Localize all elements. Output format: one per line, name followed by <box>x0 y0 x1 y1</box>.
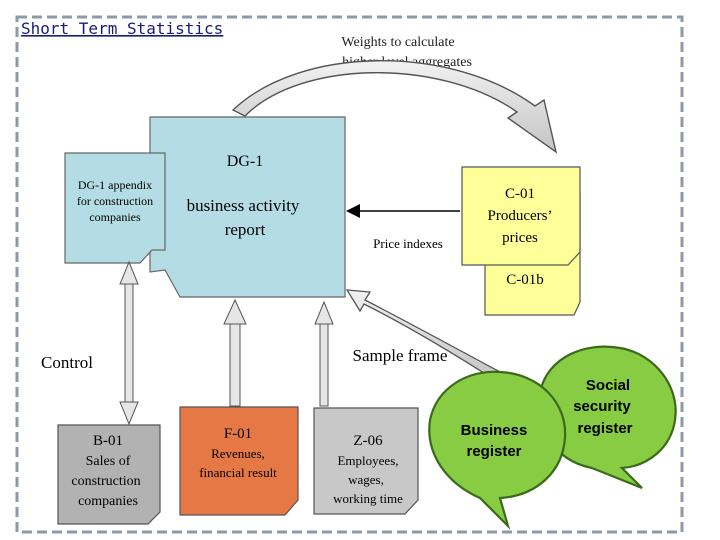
f01-document-shape <box>179 406 299 516</box>
z06-line1: Employees, <box>337 453 398 468</box>
f01-line1: Revenues, <box>211 446 265 461</box>
c01-line2: Producers’ <box>488 208 553 224</box>
social-register-line2: security <box>573 398 631 415</box>
b01-line2: construction <box>71 474 140 489</box>
b01-line3: companies <box>78 494 138 509</box>
f01-line2: financial result <box>199 465 277 480</box>
z06-line2: wages, <box>348 472 384 487</box>
dg1-body-line2: report <box>225 220 266 239</box>
f01-code: F-01 <box>224 426 252 442</box>
business-register-bubble <box>428 370 567 530</box>
c01b-label: C-01b <box>506 272 544 288</box>
dg1-document-shape <box>149 116 346 298</box>
c01-line3: prices <box>502 230 538 246</box>
b01-line1: Sales of <box>86 454 131 469</box>
b01-code: B-01 <box>93 433 123 449</box>
z06-line3: working time <box>333 491 403 506</box>
b01-document-shape <box>57 424 161 525</box>
z06-arrow-shaft <box>319 321 329 407</box>
weights-curved-arrow <box>231 60 558 154</box>
control-label: Control <box>41 353 93 372</box>
social-register-line3: register <box>577 420 632 437</box>
dg1-appendix-line2: for construction <box>77 194 153 208</box>
z06-document-shape <box>313 407 419 515</box>
z06-arrow-head <box>314 300 334 325</box>
social-register-line1: Social <box>586 377 630 394</box>
price-indexes-label: Price indexes <box>373 236 443 251</box>
c01-line1: C-01 <box>505 186 535 202</box>
weights-label-line1: Weights to calculate <box>341 35 454 50</box>
business-register-line1: Business <box>461 422 528 439</box>
dg1-body-line1: business activity <box>187 196 300 215</box>
c01-document-shape <box>461 166 581 266</box>
dg1-appendix-line1: DG-1 appendix <box>78 178 152 192</box>
price-index-arrow-head <box>346 204 360 218</box>
diagram-frame <box>15 15 684 534</box>
control-arrow-head-top <box>119 260 139 285</box>
f01-arrow-shaft <box>229 321 241 407</box>
dg1-appendix-document-shape <box>64 152 166 264</box>
control-arrow-shaft <box>124 281 134 405</box>
sample-frame-label: Sample frame <box>353 346 448 365</box>
diagram-title: Short Term Statistics <box>21 19 223 38</box>
control-arrow-head-bottom <box>119 401 139 426</box>
z06-code: Z-06 <box>353 433 383 449</box>
business-register-line2: register <box>466 443 521 460</box>
f01-arrow-head <box>223 298 247 325</box>
sample-frame-arrow <box>345 289 501 381</box>
dg1-appendix-line3: companies <box>89 210 141 224</box>
dg1-header: DG-1 <box>227 153 263 170</box>
